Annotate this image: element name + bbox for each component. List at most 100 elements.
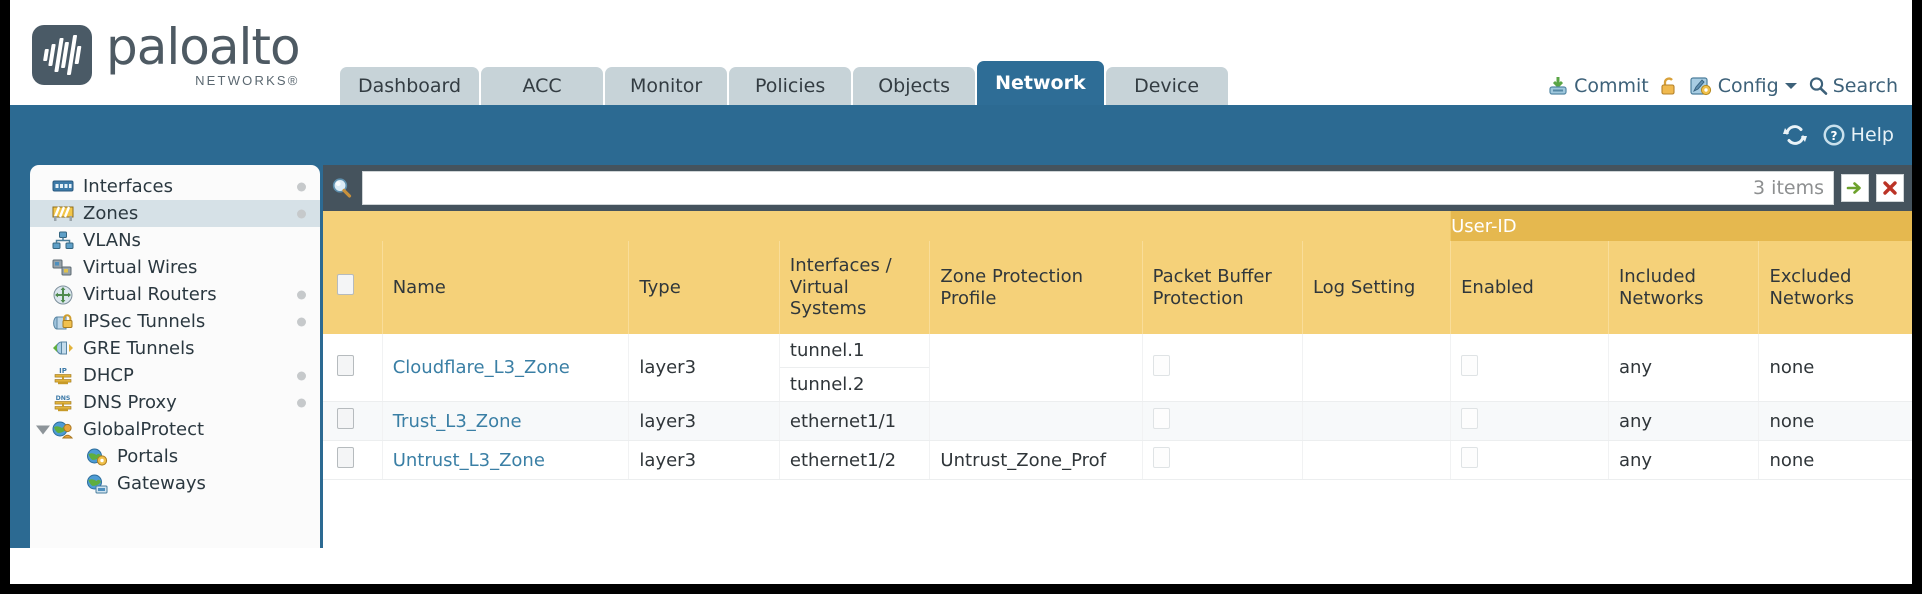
sidebar-item-ipsec-tunnels[interactable]: IPSec Tunnels	[30, 308, 320, 335]
filter-input[interactable]: 3 items	[362, 171, 1834, 205]
tab-objects[interactable]: Objects	[853, 67, 976, 105]
config-label: Config	[1717, 75, 1779, 97]
refresh-icon[interactable]	[1782, 123, 1808, 147]
zone-protection-profile-cell: Untrust_Zone_Prof	[929, 440, 1143, 480]
sidebar-item-gre-tunnels[interactable]: GRE Tunnels	[30, 335, 320, 362]
user-id-enabled-cell[interactable]	[1450, 440, 1609, 480]
tab-acc[interactable]: ACC	[481, 67, 604, 105]
packet-buffer-protection-cell[interactable]	[1141, 334, 1303, 402]
config-wrench-icon	[1689, 75, 1713, 97]
user-id-enabled-checkbox[interactable]	[1461, 447, 1479, 468]
clear-filter-button[interactable]	[1876, 174, 1904, 202]
zone-name-link[interactable]: Cloudflare_L3_Zone	[392, 357, 570, 378]
select-all-checkbox[interactable]	[337, 274, 354, 296]
sidebar-item-label: IPSec Tunnels	[83, 311, 206, 332]
excluded-networks-cell: none	[1758, 401, 1912, 441]
column-header-excluded-networks[interactable]: Excluded Networks	[1758, 241, 1912, 334]
tab-device[interactable]: Device	[1105, 67, 1228, 105]
lock-button[interactable]	[1659, 75, 1679, 97]
sidebar-item-vlans[interactable]: VLANs	[30, 227, 320, 254]
packet-buffer-protection-checkbox[interactable]	[1152, 408, 1170, 429]
tab-network[interactable]: Network	[977, 61, 1104, 105]
tab-dashboard[interactable]: Dashboard	[340, 67, 480, 105]
gateways-icon	[86, 474, 108, 494]
tab-policies[interactable]: Policies	[729, 67, 852, 105]
column-header-type[interactable]: Type	[628, 241, 780, 334]
sidebar-item-label: Portals	[117, 446, 179, 467]
virtual-routers-icon	[52, 285, 74, 305]
filter-toolbar: 3 items	[323, 165, 1912, 211]
sidebar-item-interfaces[interactable]: Interfaces	[30, 173, 320, 200]
excluded-networks-cell: none	[1758, 334, 1912, 402]
sidebar-item-virtual-wires[interactable]: Virtual Wires	[30, 254, 320, 281]
config-menu[interactable]: Config	[1689, 75, 1798, 97]
commit-button[interactable]: Commit	[1547, 75, 1649, 97]
apply-filter-button[interactable]	[1841, 174, 1869, 202]
interfaces-cell: ethernet1/2	[778, 440, 930, 480]
packet-buffer-protection-checkbox[interactable]	[1152, 447, 1170, 468]
sidebar-item-gateways[interactable]: Gateways	[30, 470, 320, 497]
zones-icon	[52, 204, 74, 224]
group-header-spacer	[323, 211, 1451, 241]
help-button[interactable]: ? Help	[1822, 123, 1894, 147]
column-header-zone-protection-profile[interactable]: Zone Protection Profile	[929, 241, 1143, 334]
excluded-networks-cell: none	[1758, 440, 1912, 480]
zone-protection-profile-value: Untrust_Zone_Prof	[940, 449, 1107, 471]
zone-name-link[interactable]: Trust_L3_Zone	[392, 410, 522, 432]
ipsec-tunnels-icon	[52, 312, 74, 332]
sidebar-item-globalprotect[interactable]: GlobalProtect	[30, 416, 320, 443]
sidebar-item-label: Virtual Wires	[83, 257, 198, 278]
user-id-enabled-cell[interactable]	[1450, 401, 1609, 441]
packet-buffer-protection-checkbox[interactable]	[1152, 354, 1170, 376]
magnifier-icon[interactable]	[329, 176, 355, 200]
search-button[interactable]: Search	[1808, 75, 1898, 97]
gre-tunnels-icon	[52, 339, 74, 359]
row-select-cell[interactable]	[323, 334, 383, 402]
sidebar-item-zones[interactable]: Zones	[30, 200, 320, 227]
row-select-cell[interactable]	[323, 401, 383, 441]
paloalto-logo[interactable]: paloalto NETWORKS®	[32, 22, 301, 87]
sidebar-item-status-dot	[297, 209, 306, 218]
row-select-cell[interactable]	[323, 440, 383, 480]
tab-label: ACC	[522, 75, 562, 97]
sidebar-item-virtual-routers[interactable]: Virtual Routers	[30, 281, 320, 308]
column-header-interfaces-virtual-systems[interactable]: Interfaces / Virtual Systems	[778, 241, 930, 334]
zone-name-link[interactable]: Untrust_L3_Zone	[392, 449, 545, 471]
svg-text:DNS: DNS	[56, 395, 71, 402]
select-all-header[interactable]	[323, 241, 383, 334]
expand-caret-icon[interactable]	[36, 425, 50, 434]
zone-type-cell: layer3	[628, 334, 780, 402]
packet-buffer-protection-cell[interactable]	[1141, 440, 1303, 480]
chevron-down-icon	[1784, 81, 1798, 91]
sidebar-item-portals[interactable]: Portals	[30, 443, 320, 470]
row-checkbox[interactable]	[337, 408, 354, 429]
included-networks-cell: any	[1607, 401, 1759, 441]
help-label: Help	[1850, 124, 1894, 146]
column-header-packet-buffer-protection[interactable]: Packet Buffer Protection	[1141, 241, 1303, 334]
tab-monitor[interactable]: Monitor	[605, 67, 728, 105]
column-header-enabled[interactable]: Enabled	[1450, 241, 1609, 334]
row-checkbox[interactable]	[337, 447, 354, 468]
row-checkbox[interactable]	[337, 354, 354, 376]
tab-label: Device	[1134, 75, 1200, 97]
user-id-enabled-cell[interactable]	[1450, 334, 1609, 402]
column-header-log-setting[interactable]: Log Setting	[1301, 241, 1451, 334]
packet-buffer-protection-cell[interactable]	[1141, 401, 1303, 441]
column-header-included-networks[interactable]: Included Networks	[1607, 241, 1759, 334]
zone-name-cell: Trust_L3_Zone	[381, 401, 629, 441]
column-header-name[interactable]: Name	[381, 241, 629, 334]
user-id-enabled-checkbox[interactable]	[1461, 354, 1479, 376]
tab-label: Network	[995, 72, 1086, 94]
user-id-enabled-checkbox[interactable]	[1461, 408, 1479, 429]
log-setting-cell	[1301, 401, 1451, 441]
paloalto-logo-mark-icon	[32, 24, 92, 85]
